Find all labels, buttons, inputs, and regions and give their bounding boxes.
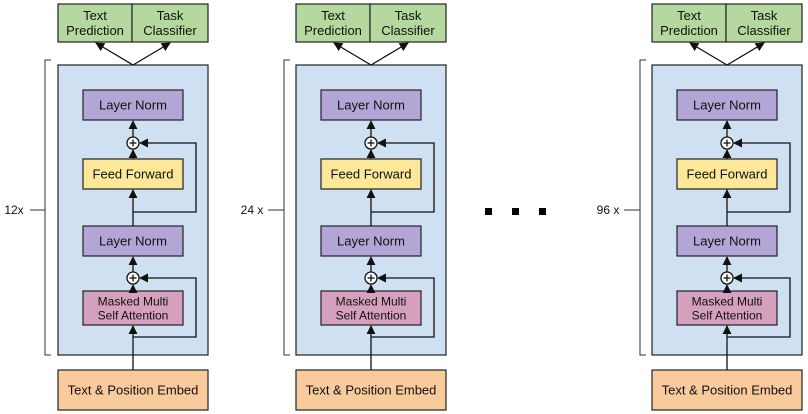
residual-lower (133, 273, 197, 338)
layer-norm-top-label: Layer Norm (337, 98, 405, 113)
feed-forward-label: Feed Forward (331, 167, 412, 182)
residual-add-icon (126, 136, 140, 150)
text-position-embed-label: Text & Position Embed (306, 383, 437, 398)
output-arrow-left (95, 42, 134, 66)
repeat-count: 96 x (597, 203, 620, 217)
ellipsis-dot (512, 208, 519, 215)
feed-forward-label: Feed Forward (687, 167, 768, 182)
horizontal-ellipsis-icon (485, 208, 546, 215)
repeat-bracket (44, 59, 51, 356)
text-position-embed-label: Text & Position Embed (662, 383, 793, 398)
residual-add-icon (364, 271, 378, 285)
residual-add-icon (126, 271, 140, 285)
layer-norm-bottom-label: Layer Norm (693, 234, 761, 249)
masked-self-attention-box (82, 290, 184, 326)
text-position-embed-box (651, 369, 803, 411)
layer-norm-top-label: Layer Norm (693, 98, 761, 113)
repeat-count: 24 x (241, 203, 264, 217)
task-classifier-head (131, 3, 209, 43)
residual-add-icon (720, 136, 734, 150)
residual-lower (727, 273, 791, 338)
output-arrow-left (689, 42, 728, 66)
layer-norm-bottom-label: Layer Norm (337, 234, 405, 249)
layer-norm-bottom (82, 225, 184, 257)
residual-upper (371, 138, 435, 213)
residual-lower (371, 273, 435, 338)
layer-norm-top (82, 89, 184, 121)
output-arrow-left (333, 42, 372, 66)
task-classifier-head (369, 3, 447, 43)
layer-norm-bottom-label: Layer Norm (99, 234, 167, 249)
repeat-count: 12x (4, 203, 23, 217)
text-position-embed-label: Text & Position Embed (68, 383, 199, 398)
residual-add-icon (364, 136, 378, 150)
repeat-bracket (283, 59, 290, 356)
ellipsis-dot (485, 208, 492, 215)
ellipsis-dot (539, 208, 546, 215)
residual-upper (133, 138, 197, 213)
residual-add-icon (720, 271, 734, 285)
feed-forward-box (676, 158, 778, 190)
text-position-embed-box (57, 369, 209, 411)
layer-norm-top-label: Layer Norm (99, 98, 167, 113)
layer-norm-top (320, 89, 422, 121)
masked-self-attention-box (320, 290, 422, 326)
masked-self-attention-box (676, 290, 778, 326)
text-prediction-head (295, 3, 371, 43)
layer-norm-bottom (676, 225, 778, 257)
text-position-embed-box (295, 369, 447, 411)
text-prediction-head (651, 3, 727, 43)
feed-forward-label: Feed Forward (93, 167, 174, 182)
output-arrow-right (370, 42, 409, 66)
text-prediction-head (57, 3, 133, 43)
residual-upper (727, 138, 791, 213)
repeat-bracket (639, 59, 646, 356)
output-arrow-right (726, 42, 765, 66)
layer-norm-top (676, 89, 778, 121)
feed-forward-box (320, 158, 422, 190)
task-classifier-head (725, 3, 803, 43)
output-arrow-right (132, 42, 171, 66)
